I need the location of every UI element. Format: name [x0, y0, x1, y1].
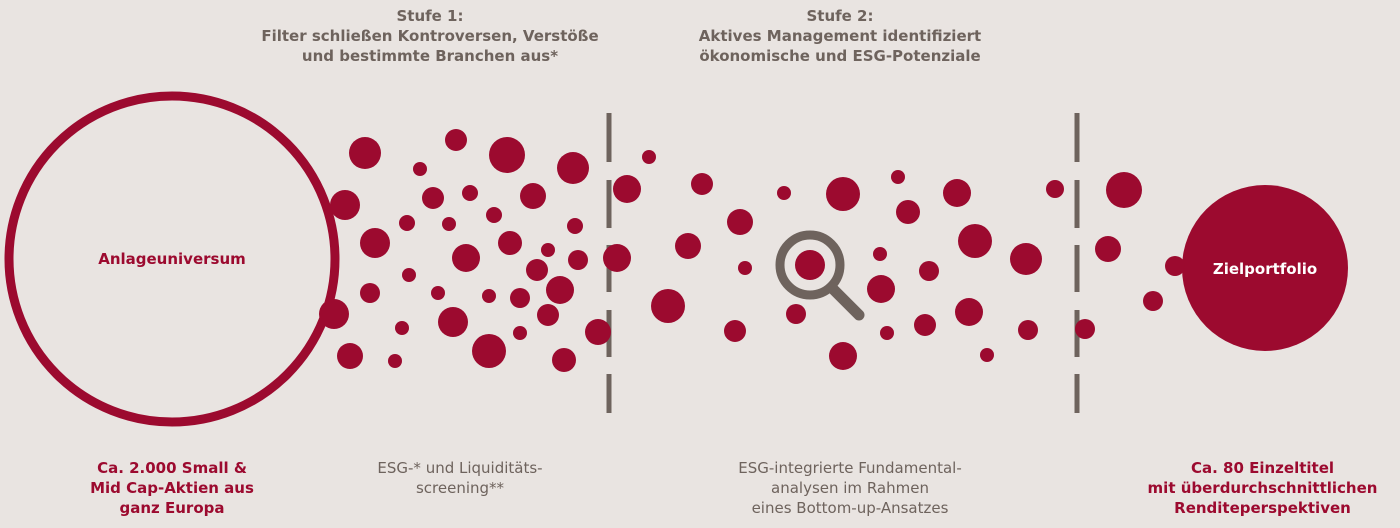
- target-label: Zielportfolio: [1185, 259, 1345, 279]
- bubbles-stage2: [651, 170, 1095, 370]
- stage2-heading-line: Aktives Management identifiziert: [698, 27, 982, 45]
- stage2-footer-line: analysen im Rahmen: [771, 479, 929, 497]
- bubbles-final: [1095, 172, 1185, 311]
- universe-footer-line: Mid Cap-Aktien aus: [90, 479, 254, 497]
- target-footer-line: Ca. 80 Einzeltitel: [1190, 459, 1335, 477]
- stage2-heading-line: Stufe 2:: [806, 7, 874, 25]
- target-portfolio-disc: [1182, 185, 1348, 351]
- stage1-heading-line: Filter schließen Kontroversen, Verstöße: [261, 27, 599, 45]
- stage1-footer-line: ESG-* und Liquiditäts-: [377, 459, 543, 477]
- universe-footer-line: Ca. 2.000 Small &: [97, 459, 247, 477]
- stage1-heading: Stufe 1: Filter schließen Kontroversen, …: [230, 6, 630, 66]
- stage2-footer-line: ESG-integrierte Fundamental-: [738, 459, 962, 477]
- stage1-heading-line: und bestimmte Branchen aus*: [301, 47, 559, 65]
- bubbles-stage1: [319, 129, 656, 372]
- universe-footer-line: ganz Europa: [119, 499, 225, 517]
- universe-footer: Ca. 2.000 Small & Mid Cap-Aktien aus gan…: [62, 458, 282, 518]
- stage1-heading-line: Stufe 1:: [396, 7, 464, 25]
- stage1-footer-line: screening**: [415, 479, 505, 497]
- magnifier-icon: [775, 230, 865, 321]
- stage1-footer: ESG-* und Liquiditäts- screening**: [330, 458, 590, 498]
- stage2-footer-line: eines Bottom-up-Ansatzes: [751, 499, 949, 517]
- stage2-heading: Stufe 2: Aktives Management identifizier…: [660, 6, 1020, 66]
- target-footer-line: Renditeperspektiven: [1174, 499, 1351, 517]
- universe-label: Anlageuniversum: [72, 249, 272, 269]
- stage2-heading-line: ökonomische und ESG-Potenziale: [699, 47, 981, 65]
- stage2-footer: ESG-integrierte Fundamental- analysen im…: [690, 458, 1010, 518]
- universe-ring: [4, 91, 340, 427]
- target-footer-line: mit überdurchschnittlichen: [1147, 479, 1378, 497]
- universe-label-text: Anlageuniversum: [98, 250, 246, 268]
- target-label-text: Zielportfolio: [1212, 260, 1318, 278]
- target-footer: Ca. 80 Einzeltitel mit überdurchschnittl…: [1130, 458, 1395, 518]
